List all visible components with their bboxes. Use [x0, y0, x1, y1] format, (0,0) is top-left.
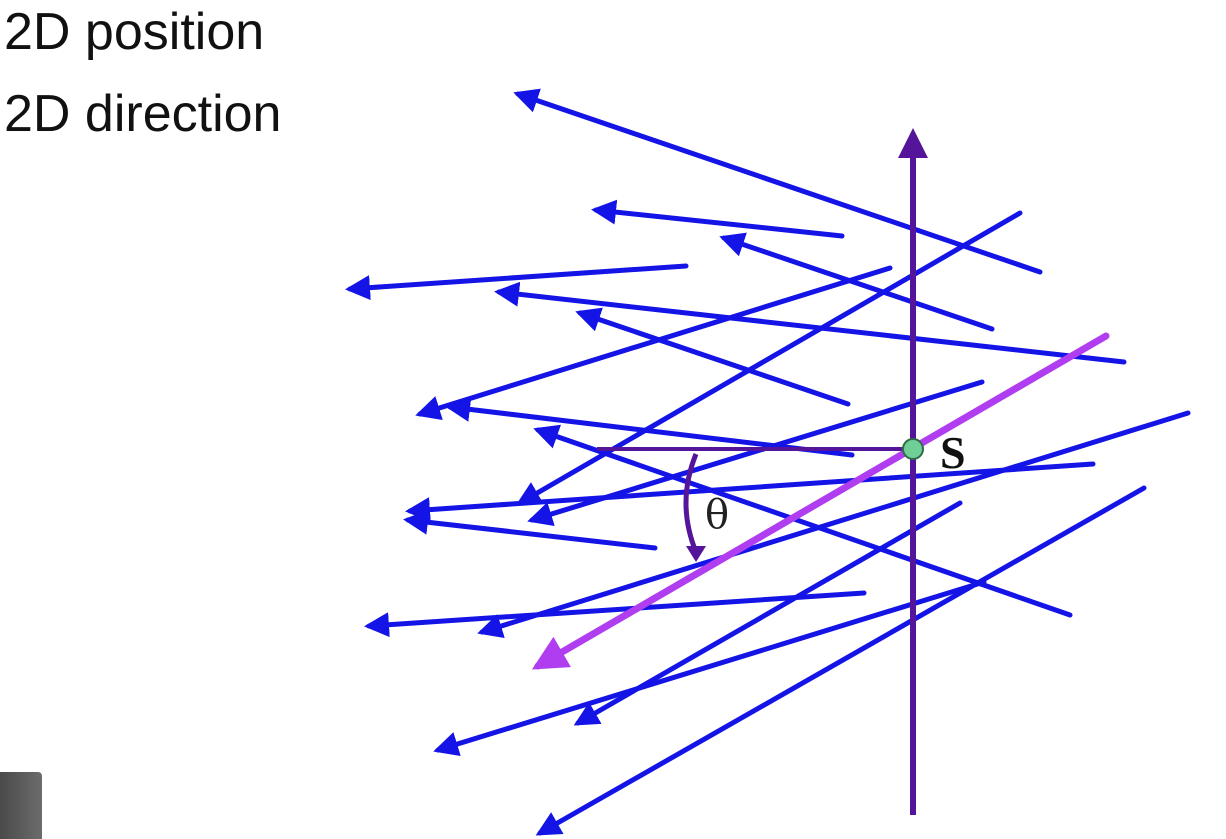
ray-group [345, 88, 1191, 836]
point-s-label: S [940, 427, 966, 478]
ray-arrow [494, 281, 1127, 365]
ray-arrow [535, 485, 1147, 836]
point-s-dot [902, 438, 924, 460]
ray-arrow [719, 232, 995, 332]
ray-arrow [513, 88, 1043, 275]
ray-arrow [575, 307, 851, 407]
ray-arrow [345, 263, 689, 301]
ray-arrow [405, 461, 1096, 523]
label-2d-direction: 2D direction [4, 85, 282, 143]
ray-arrow [433, 579, 987, 757]
angle-theta-label: θ [705, 492, 729, 538]
presenter-thumbnail [0, 772, 42, 839]
ray-arrow [477, 410, 1191, 639]
label-2d-position: 2D position [4, 3, 265, 61]
angle-arc [683, 453, 699, 553]
ray-arrow [403, 509, 658, 551]
ray-arrow [415, 265, 893, 421]
ray-arrow [533, 424, 1073, 618]
highlighted-ray-arrow [531, 332, 1110, 670]
angle-arc-arrowhead-icon [686, 546, 706, 562]
ray-arrow [364, 590, 867, 638]
ray-arrow [591, 199, 845, 239]
